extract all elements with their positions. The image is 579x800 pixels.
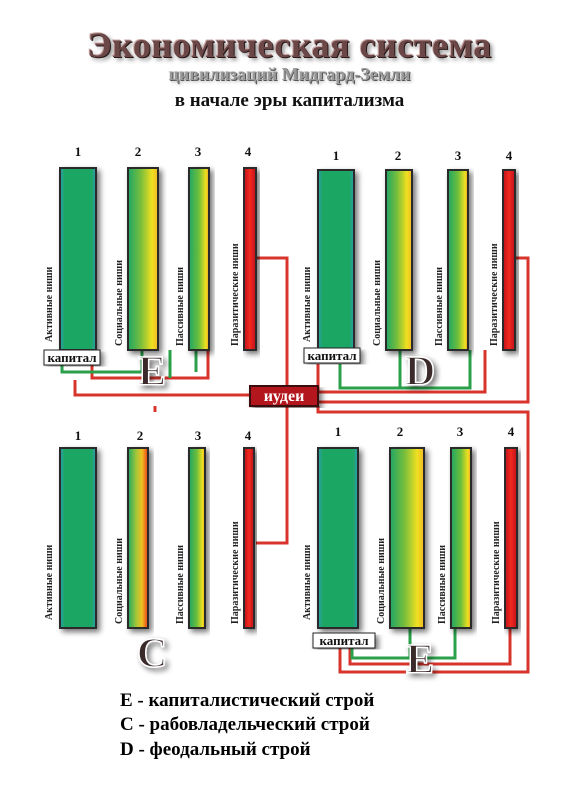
column-number: 4 [508, 424, 515, 439]
column-number: 4 [245, 428, 252, 443]
column-label: Активные ниши [44, 266, 55, 342]
column-number: 3 [457, 424, 464, 439]
column-label: Активные ниши [302, 266, 313, 342]
connector-line [350, 628, 457, 660]
connector-line [338, 350, 472, 390]
column-parasitic-bar [502, 169, 516, 351]
column-social-bar [385, 169, 413, 351]
column-active-bar [317, 169, 355, 351]
column-number: 3 [195, 144, 202, 159]
column-number: 4 [506, 148, 513, 163]
system-letter: E [406, 637, 434, 683]
column-label: Пассивные ниши [175, 545, 186, 624]
system-letter: C [137, 631, 167, 677]
legend-item-e: E - капиталистический строй [120, 690, 375, 711]
column-label: Пассивные ниши [175, 267, 186, 346]
column-number: 3 [195, 428, 202, 443]
center-node-box [249, 385, 319, 407]
column-social-bar [389, 447, 425, 629]
column-parasitic-bar [243, 447, 255, 629]
connector-line [256, 406, 289, 545]
column-label: Паразитические ниши [491, 521, 502, 624]
column-number: 3 [455, 148, 462, 163]
connector-line [250, 256, 289, 396]
connector-line [316, 406, 530, 674]
column-number: 1 [335, 424, 342, 439]
column-label: Паразитические ниши [230, 521, 241, 624]
column-active-bar [317, 447, 359, 629]
system-letter: E [138, 349, 166, 395]
column-parasitic-bar [504, 447, 518, 629]
capital-label: капитал [319, 633, 368, 648]
column-label: Пассивные ниши [434, 267, 445, 346]
capital-box [312, 632, 376, 649]
capital-label: капитал [307, 348, 356, 363]
column-label: Активные ниши [302, 544, 313, 620]
connector-lines [60, 256, 530, 674]
column-passive-bar [188, 447, 206, 629]
column-number: 1 [75, 428, 82, 443]
column-number: 2 [397, 424, 404, 439]
capital-box [43, 349, 101, 366]
column-social-bar [127, 167, 159, 351]
capital-box [303, 347, 361, 364]
connector-line [60, 350, 144, 374]
column-passive-bar [188, 167, 210, 351]
page-subtitle: цивилизаций Мидгард-Земли [168, 64, 411, 84]
column-label: Паразитические ниши [230, 243, 241, 346]
legend-item-d: D - феодальный строй [120, 739, 311, 760]
column-label: Социальные ниши [114, 538, 125, 624]
column-number: 1 [333, 148, 340, 163]
page-title: Экономическая система [87, 25, 492, 65]
column-active-bar [59, 447, 97, 629]
column-number: 1 [75, 144, 82, 159]
column-number: 2 [137, 428, 144, 443]
column-passive-bar [447, 169, 469, 351]
connector-line [318, 256, 530, 404]
page-subtitle-2: в начале эры капитализма [174, 90, 405, 111]
center-node-label: иудеи [264, 388, 305, 405]
column-parasitic-bar [243, 167, 257, 351]
center-node: иудеи [249, 385, 319, 407]
connector-line [73, 380, 250, 397]
column-label: Активные ниши [44, 544, 55, 620]
column-label: Паразитические ниши [489, 243, 500, 346]
column-number: 2 [395, 148, 402, 163]
column-label: Пассивные ниши [437, 545, 448, 624]
connector-line [316, 350, 487, 394]
column-label: Социальные ниши [114, 260, 125, 346]
system-letter: D [405, 349, 435, 395]
column-passive-bar [450, 447, 472, 629]
column-social-bar [127, 447, 149, 629]
column-active-bar [59, 167, 97, 351]
legend-item-c: C - рабовладельческий строй [120, 714, 370, 735]
capital-label: капитал [47, 350, 96, 365]
column-number: 2 [135, 144, 142, 159]
column-number: 4 [245, 144, 252, 159]
column-label: Социальные ниши [376, 538, 387, 624]
connector-line [348, 628, 512, 666]
column-label: Социальные ниши [372, 260, 383, 346]
